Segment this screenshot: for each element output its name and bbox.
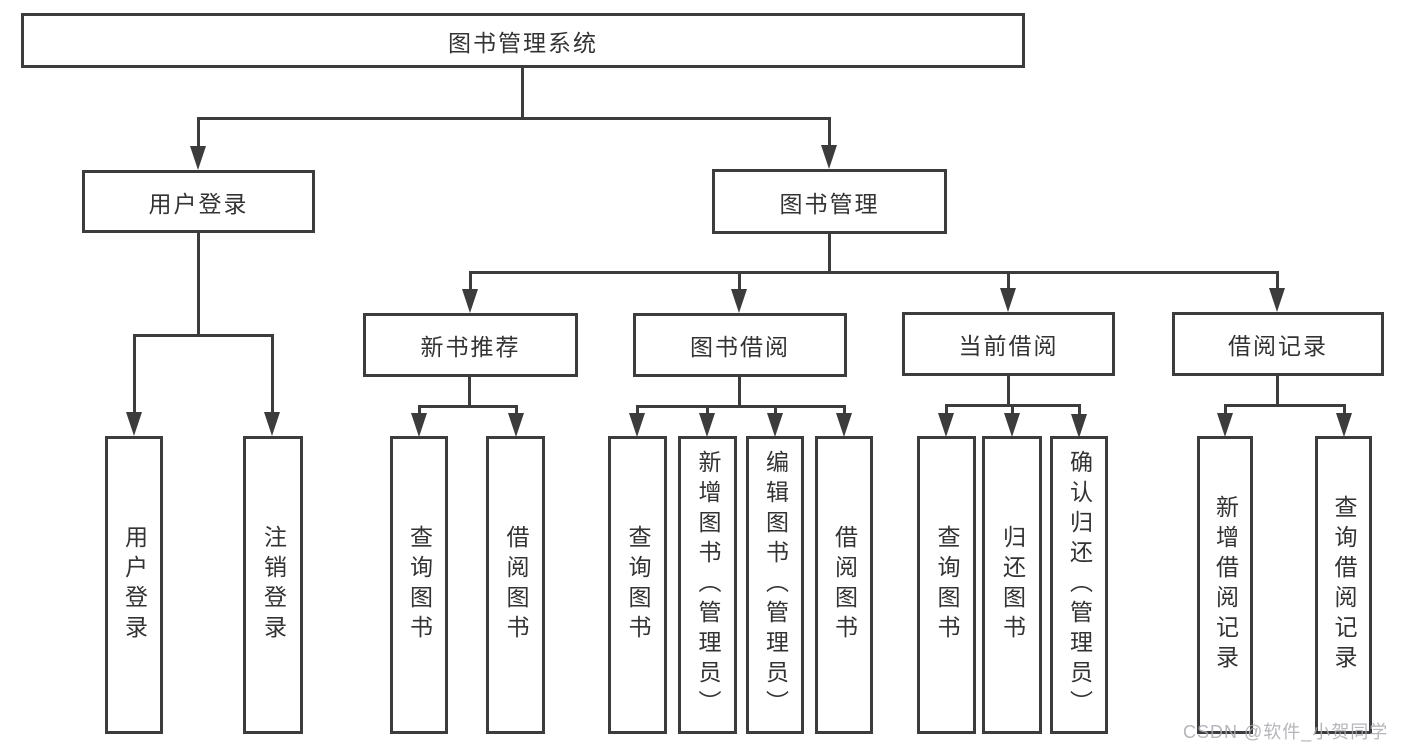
node-label: 图书管理	[779, 190, 880, 217]
leaf-edit-books-admin: 编辑图书（管理员）	[746, 436, 804, 734]
node-book-management: 图书管理	[712, 169, 947, 234]
leaf-add-borrow-record: 新增借阅记录	[1197, 436, 1253, 734]
arrow-down-icon	[836, 413, 852, 437]
connector	[636, 405, 639, 417]
connector	[515, 405, 518, 417]
connector	[469, 271, 1279, 274]
arrow-down-icon	[629, 413, 645, 437]
arrow-down-icon	[1269, 288, 1285, 312]
connector	[1276, 376, 1279, 407]
arrow-down-icon	[767, 413, 783, 437]
leaf-query-books-borrowing: 查询图书	[608, 436, 667, 734]
leaf-query-borrow-record: 查询借阅记录	[1315, 436, 1372, 734]
connector	[197, 233, 200, 336]
node-root-library-system: 图书管理系统	[21, 13, 1025, 68]
connector	[636, 405, 846, 408]
node-borrow-records: 借阅记录	[1172, 312, 1384, 376]
node-book-borrowing: 图书借阅	[633, 313, 847, 377]
connector	[133, 334, 136, 414]
connector	[468, 377, 471, 408]
node-label: 借阅记录	[1228, 333, 1328, 359]
arrow-down-icon	[821, 145, 837, 169]
connector	[521, 68, 524, 119]
leaf-add-books-admin: 新增图书（管理员）	[678, 436, 737, 734]
connector	[197, 117, 831, 120]
leaf-return-books: 归还图书	[982, 436, 1042, 734]
leaf-user-login: 用户登录	[105, 436, 163, 734]
connector	[1224, 404, 1227, 416]
connector	[828, 234, 831, 274]
arrow-down-icon	[1336, 413, 1352, 437]
leaf-label: 注销登录	[260, 525, 287, 645]
node-label: 当前借阅	[958, 333, 1059, 359]
arrow-down-icon	[1004, 413, 1020, 437]
leaf-label: 查询图书	[406, 525, 433, 645]
connector	[774, 405, 777, 417]
arrow-down-icon	[1071, 414, 1087, 438]
arrow-down-icon	[190, 146, 206, 170]
connector	[1276, 271, 1279, 291]
connector	[469, 271, 472, 291]
connector	[1078, 404, 1081, 416]
arrow-down-icon	[462, 289, 478, 313]
connector	[271, 334, 274, 414]
node-label: 用户登录	[148, 190, 249, 217]
leaf-confirm-return-admin: 确认归还（管理员）	[1050, 436, 1108, 734]
connector	[738, 377, 741, 408]
leaf-label: 新增借阅记录	[1212, 495, 1239, 675]
leaf-label: 查询图书	[934, 525, 960, 645]
connector	[1224, 404, 1346, 407]
node-label: 新书推荐	[420, 334, 521, 360]
leaf-label: 借阅图书	[831, 525, 858, 645]
node-label: 图书管理系统	[448, 29, 598, 56]
leaf-label: 查询图书	[625, 525, 651, 645]
arrow-down-icon	[699, 413, 715, 437]
csdn-watermark: CSDN @软件_小贺同学	[1183, 722, 1389, 742]
leaf-label: 查询借阅记录	[1331, 495, 1357, 675]
connector	[1007, 376, 1010, 407]
connector	[133, 334, 274, 337]
leaf-label: 新增图书（管理员）	[695, 450, 721, 720]
connector	[945, 404, 948, 416]
leaf-label: 借阅图书	[503, 525, 529, 645]
leaf-label: 确认归还（管理员）	[1066, 450, 1093, 720]
arrow-down-icon	[731, 289, 747, 313]
leaf-label: 用户登录	[121, 525, 148, 645]
node-label: 图书借阅	[690, 334, 790, 360]
connector	[418, 405, 518, 408]
connector	[1343, 404, 1346, 416]
connector	[843, 405, 846, 417]
connector	[1011, 404, 1014, 416]
connector	[738, 271, 741, 291]
connector	[828, 117, 831, 147]
arrow-down-icon	[938, 413, 954, 437]
connector	[1007, 271, 1010, 291]
leaf-label: 归还图书	[999, 525, 1026, 645]
node-current-borrowing: 当前借阅	[902, 312, 1115, 376]
arrow-down-icon	[1217, 413, 1233, 437]
leaf-query-books-recommend: 查询图书	[390, 436, 448, 734]
connector	[418, 405, 421, 417]
node-user-login: 用户登录	[82, 170, 315, 233]
connector	[706, 405, 709, 417]
node-new-book-recommend: 新书推荐	[363, 313, 578, 377]
connector	[197, 117, 200, 148]
leaf-borrow-books: 借阅图书	[815, 436, 873, 734]
arrow-down-icon	[126, 412, 142, 436]
leaf-borrow-books-recommend: 借阅图书	[486, 436, 545, 734]
leaf-query-books-current: 查询图书	[917, 436, 976, 734]
arrow-down-icon	[1000, 288, 1016, 312]
arrow-down-icon	[411, 413, 427, 437]
arrow-down-icon	[264, 412, 280, 436]
arrow-down-icon	[508, 413, 524, 437]
leaf-label: 编辑图书（管理员）	[762, 450, 789, 720]
leaf-logout: 注销登录	[243, 436, 303, 734]
